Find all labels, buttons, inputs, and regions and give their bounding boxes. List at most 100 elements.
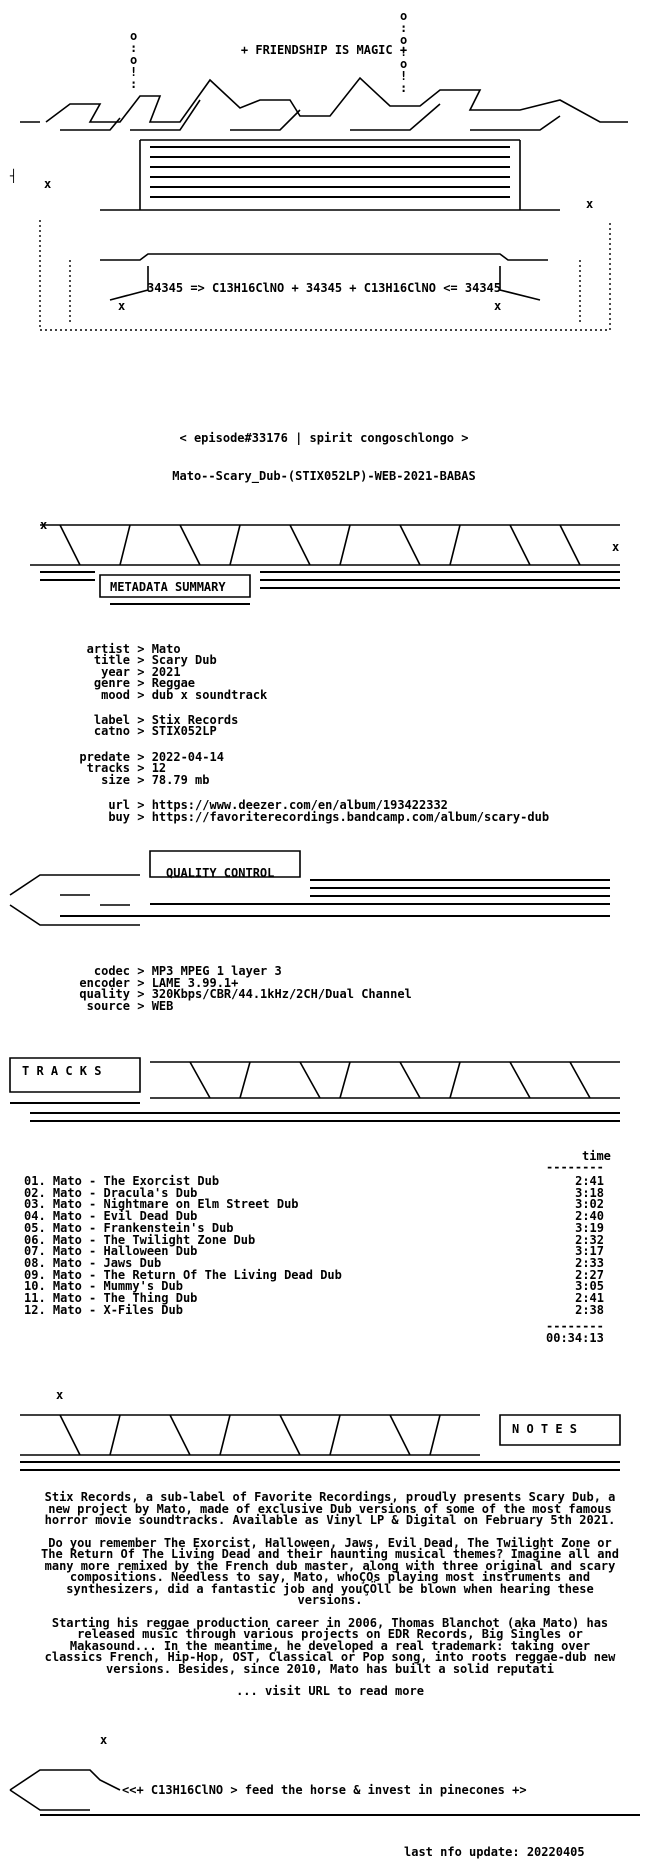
quality-key: source [86, 998, 130, 1013]
notes-paragraph: Starting his reggae production career in… [44, 1615, 616, 1676]
metadata-key: url [108, 798, 130, 812]
quality-key: encoder [79, 975, 130, 990]
release-name: Mato--Scary_Dub-(STIX052LP)-WEB-2021-BAB… [172, 469, 476, 483]
quality-key: quality [79, 987, 130, 1001]
metadata-value[interactable]: https://favoriterecordings.bandcamp.com/… [151, 810, 550, 824]
track-name: 12. Mato - X-Files Dub [24, 1302, 183, 1317]
metadata-row: catno > STIX052LP [60, 724, 217, 738]
track-time: 3:02 [575, 1197, 604, 1212]
track-name: 03. Mato - Nightmare on Elm Street Dub [24, 1197, 299, 1212]
metadata-key: year [101, 665, 130, 679]
metadata-row: tracks > 12 [60, 761, 167, 775]
svg-text:x: x [100, 1733, 107, 1747]
quality-value: LAME 3.99.1+ [151, 975, 239, 990]
track-row: 03. Mato - Nightmare on Elm Street Dub 3:… [24, 1197, 604, 1212]
episode-line: < episode#33176 | spirit congoschlongo > [179, 431, 469, 445]
quality-section-label: QUALITY CONTROL [166, 866, 275, 880]
metadata-value: dub x soundtrack [151, 688, 268, 702]
track-time: 3:18 [575, 1185, 604, 1200]
track-time: 2:38 [575, 1302, 604, 1317]
track-time: 3:17 [575, 1244, 604, 1259]
metadata-separator: > [130, 713, 152, 727]
metadata-key: size [101, 773, 130, 787]
metadata-value: Stix Records [151, 713, 239, 727]
track-name: 02. Mato - Dracula's Dub [24, 1185, 198, 1200]
svg-text:x: x [118, 299, 125, 313]
quality-separator: > [130, 964, 152, 978]
quality-separator: > [130, 998, 152, 1013]
quality-value: MP3 MPEG 1 layer 3 [151, 964, 282, 978]
quality-value: WEB [151, 998, 174, 1013]
metadata-key: artist [86, 642, 130, 656]
footer-slogan: <<+ C13H16ClNO > feed the horse & invest… [122, 1783, 527, 1797]
metadata-value[interactable]: https://www.deezer.com/en/album/19342233… [151, 798, 448, 812]
metadata-value: Mato [151, 642, 181, 656]
metadata-row: mood > dub x soundtrack [60, 688, 268, 702]
track-row: 12. Mato - X-Files Dub 2:38 [24, 1302, 604, 1317]
metadata-section-label: METADATA SUMMARY [110, 580, 226, 594]
metadata-row: title > Scary Dub [60, 653, 217, 667]
metadata-row: genre > Reggae [60, 676, 195, 690]
metadata-separator: > [130, 676, 152, 690]
read-more-link[interactable]: ... visit URL to read more [236, 1684, 424, 1698]
quality-separator: > [130, 975, 152, 990]
svg-text:┤: ┤ [9, 168, 17, 183]
formula-line: 34345 => C13H16ClNO + 34345 + C13H16ClNO… [146, 281, 501, 295]
quality-row: source > WEB [60, 998, 174, 1013]
svg-text:x: x [56, 1388, 63, 1402]
metadata-row: size > 78.79 mb [60, 773, 209, 787]
metadata-separator: > [130, 750, 152, 764]
track-name: 07. Mato - Halloween Dub [24, 1244, 198, 1259]
metadata-value: 12 [151, 761, 167, 775]
svg-text:x: x [44, 177, 51, 191]
metadata-banner-art: x x [30, 518, 620, 605]
track-name: 05. Mato - Frankenstein's Dub [24, 1220, 234, 1235]
total-divider: -------- [546, 1319, 604, 1333]
header-tagline: + FRIENDSHIP IS MAGIC + [240, 43, 408, 57]
metadata-separator: > [130, 761, 152, 775]
notes-body: Stix Records, a sub-label of Favorite Re… [40, 1491, 620, 1709]
metadata-key: genre [93, 676, 130, 690]
track-row: 04. Mato - Evil Dead Dub 2:40 [24, 1209, 604, 1224]
metadata-key: catno [93, 724, 130, 738]
metadata-key: predate [79, 750, 130, 764]
metadata-row: url > https://www.deezer.com/en/album/19… [60, 798, 448, 812]
metadata-separator: > [130, 724, 152, 738]
svg-text:x: x [586, 197, 593, 211]
time-column-header: time [582, 1149, 611, 1163]
metadata-separator: > [130, 810, 152, 824]
quality-value: 320Kbps/CBR/44.1kHz/2CH/Dual Channel [151, 987, 412, 1001]
svg-text:x: x [40, 518, 47, 532]
header-ornament-left: o:o!: [130, 29, 138, 91]
track-name: 06. Mato - The Twilight Zone Dub [24, 1232, 256, 1247]
tracks-section-label: T R A C K S [22, 1064, 102, 1078]
metadata-separator: > [130, 653, 152, 667]
metadata-separator: > [130, 798, 152, 812]
metadata-separator: > [130, 773, 152, 787]
track-time: 2:40 [575, 1209, 604, 1224]
metadata-key: buy [108, 810, 130, 824]
quality-banner-art [9, 850, 610, 926]
quality-key: codec [93, 964, 130, 978]
track-row: 09. Mato - The Return Of The Living Dead… [24, 1269, 604, 1282]
track-name: 04. Mato - Evil Dead Dub [24, 1209, 198, 1224]
metadata-row: year > 2021 [60, 665, 181, 679]
svg-text:x: x [494, 299, 501, 313]
metadata-key: label [93, 713, 130, 727]
notes-paragraph: Do you remember The Exorcist, Halloween,… [41, 1535, 619, 1607]
track-time: 2:41 [575, 1174, 604, 1188]
metadata-key: tracks [86, 761, 130, 775]
time-header-divider: -------- [546, 1160, 604, 1174]
track-time: 3:05 [575, 1279, 604, 1294]
track-time: 2:41 [575, 1291, 604, 1305]
notes-section-label: N O T E S [512, 1422, 578, 1436]
footer-art: x [9, 1733, 640, 1816]
metadata-separator: > [130, 665, 152, 679]
tracks-banner-art [9, 1057, 620, 1122]
